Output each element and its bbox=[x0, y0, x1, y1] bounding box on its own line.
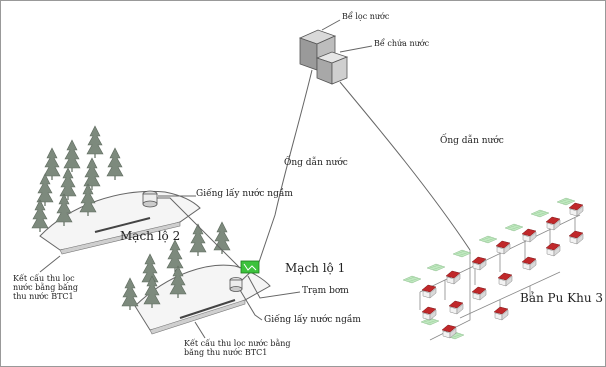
label-pipe-right: Ống dẫn nước bbox=[440, 136, 504, 146]
pipe-to-village bbox=[339, 81, 471, 251]
label-intake-well-top: Giếng lấy nước ngầm bbox=[196, 189, 293, 199]
label-intake-well-bottom: Giếng lấy nước ngầm bbox=[264, 315, 361, 325]
intake-well-bottom bbox=[229, 277, 243, 292]
label-pump-station: Trạm bơm bbox=[302, 286, 349, 296]
pipe-to-pump bbox=[257, 69, 313, 266]
village-houses bbox=[421, 202, 584, 339]
label-structure-left-line2: nước bằng băng bbox=[13, 282, 79, 292]
pump-station-icon bbox=[240, 260, 260, 274]
label-structure-bottom-line1: Kết cấu thu lọc nước bằng bbox=[184, 339, 291, 348]
label-storage-tank: Bể chứa nước bbox=[374, 39, 430, 48]
intake-well-top bbox=[142, 190, 158, 208]
label-village: Bản Pu Khu 3 bbox=[520, 291, 604, 305]
label-structure-bottom-line2: băng thu nước BTC1 bbox=[184, 347, 268, 357]
label-filter-tank: Bể lọc nước bbox=[342, 12, 390, 21]
water-tanks bbox=[298, 29, 349, 85]
hill-stream-2 bbox=[39, 190, 201, 255]
label-structure-left-line1: Kết cấu thu lọc bbox=[13, 274, 75, 283]
label-stream-1: Mạch lộ 1 bbox=[285, 261, 346, 275]
label-structure-bottom: Kết cấu thu lọc nước bằng băng thu nước … bbox=[184, 339, 291, 358]
label-structure-left-line3: thu nước BTC1 bbox=[13, 291, 74, 301]
label-stream-2: Mạch lộ 2 bbox=[120, 229, 181, 243]
label-pipe-left: Ống dẫn nước bbox=[284, 158, 348, 168]
label-structure-left: Kết cấu thu lọc nước bằng băng thu nước … bbox=[13, 274, 79, 301]
